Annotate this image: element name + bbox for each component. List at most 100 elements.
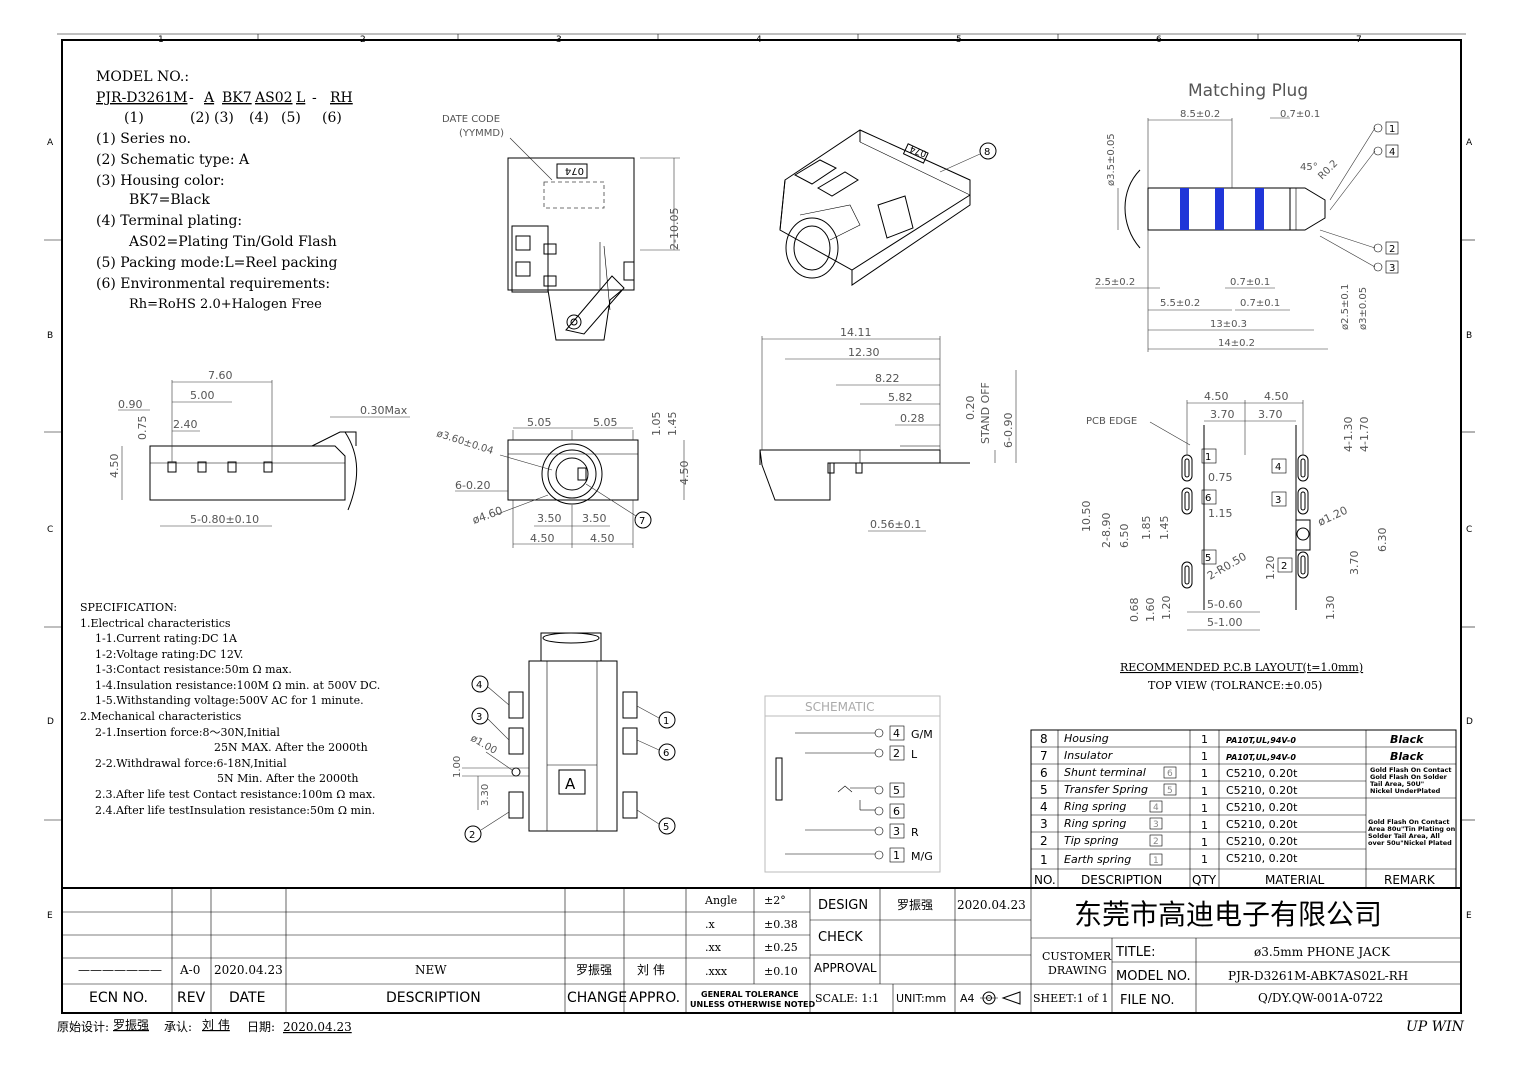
title-value: ø3.5mm PHONE JACK	[1254, 945, 1391, 959]
bom-header: QTY	[1192, 873, 1217, 887]
tol-val: ±0.25	[764, 941, 798, 954]
title-block: Angle ±2° .x ±0.38 .xx ±0.25 .xxx ±0.10 …	[62, 887, 1461, 1013]
bottom-dim: 1.00	[452, 756, 463, 778]
plug-dim: 5.5±0.2	[1160, 298, 1200, 309]
spec-heading: SPECIFICATION:	[80, 601, 177, 614]
bom-no: 7	[1040, 749, 1048, 763]
plug-dim: 45°	[1300, 162, 1318, 173]
grid-row: A	[1466, 138, 1473, 148]
front-dim: 5.05	[527, 416, 552, 429]
file-value: Q/DY.QW-001A-0722	[1258, 991, 1383, 1005]
bottom-callout: 5	[663, 822, 669, 833]
right-dim: 12.30	[848, 346, 880, 359]
top-view-dim: 2-10.05	[668, 208, 681, 250]
plug-dim: 13±0.3	[1210, 319, 1247, 330]
plug-band	[1215, 188, 1224, 230]
rev-header: DATE	[229, 990, 265, 1006]
pcb-dim: 4-1.70	[1358, 417, 1371, 452]
grid-row: E	[1466, 911, 1472, 921]
bom-desc: Shunt terminal	[1064, 766, 1146, 779]
bom-remark-note: Nickel UnderPlated	[1370, 787, 1441, 795]
plug-band	[1255, 188, 1264, 230]
drawing-frame	[61, 39, 1462, 1014]
schematic: SCHEMATIC 4 G/M 2 L 5 6 3 R 1 M/G	[764, 695, 941, 873]
model-code-sep: -	[312, 90, 317, 106]
bom-desc: Ring spring	[1064, 800, 1126, 813]
right-dim: 5.82	[888, 391, 913, 404]
bom-ref: 2	[1153, 837, 1159, 847]
spec-line: 1-5.Withstanding voltage:500V AC for 1 m…	[95, 694, 364, 707]
pcb-dim: 1.30	[1324, 596, 1337, 621]
bom-remark-notes: Gold Flash On Contact Gold Flash On Sold…	[1368, 766, 1456, 847]
grid-row: C	[1466, 525, 1472, 535]
pcb-pin: 6	[1205, 493, 1211, 504]
pcb-dim: 1.85	[1140, 516, 1153, 541]
bom-header: REMARK	[1384, 873, 1436, 887]
bom-remark-note: Solder Tail Area, All	[1368, 832, 1440, 840]
grid-ticks	[44, 34, 1475, 821]
model-line: (6) Environmental requirements:	[96, 276, 330, 292]
grid-col: 2	[360, 35, 366, 45]
iso-view: 074 8	[779, 129, 997, 286]
customer-label: DRAWING	[1048, 964, 1107, 977]
pcb-dim: 0.68	[1128, 598, 1141, 623]
pcb-dim: 4-1.30	[1342, 417, 1355, 452]
bottom-callout: 3	[476, 712, 482, 723]
spec-line: 5N Min. After the 2000th	[217, 772, 359, 785]
design-label: DESIGN	[818, 898, 868, 913]
side-dim: 0.90	[118, 398, 143, 411]
bom-qty: 1	[1201, 767, 1208, 780]
pcb-dim: 1.60	[1144, 598, 1157, 623]
right-dim: 0.56±0.1	[870, 518, 921, 531]
bottom-dim: 3.30	[480, 784, 491, 806]
footer-approver-key: 承认:	[164, 1020, 192, 1034]
schematic-pin: 5	[893, 784, 900, 797]
bom-no: 3	[1040, 817, 1048, 831]
model-line: BK7=Black	[129, 192, 210, 208]
model-code-sep: -	[189, 90, 194, 106]
model-code-series: PJR-D3261M	[96, 90, 188, 106]
design-date: 2020.04.23	[957, 898, 1026, 912]
bom-qty: 1	[1201, 819, 1208, 832]
bom-header: DESCRIPTION	[1081, 873, 1162, 887]
side-dim: 0.75	[136, 416, 149, 441]
pcb-pin: 4	[1275, 462, 1281, 473]
bom-no: 8	[1040, 732, 1048, 746]
bom-desc: Ring spring	[1064, 817, 1126, 830]
plug-dim: ø2.5±0.1	[1340, 284, 1351, 330]
plug-dim: 0.7±0.1	[1230, 277, 1270, 288]
plug-dim: R0.2	[1316, 158, 1340, 182]
front-dim: 4.50	[590, 532, 615, 545]
model-code-type: A	[203, 90, 215, 106]
rev-appro: 刘 伟	[637, 963, 665, 977]
iso-mark: 074	[908, 143, 928, 158]
footer: 原始设计: 罗振强 承认: 刘 伟 日期: 2020.04.23 UP WIN	[57, 1018, 1465, 1035]
model-block: MODEL NO.: PJR-D3261M - A BK7 AS02 L - R…	[96, 69, 353, 312]
bom-mat: C5210, 0.20t	[1226, 801, 1298, 814]
side-view: 7.60 5.00 0.90 0.75 2.40 0.30Max 4.50 5-…	[108, 369, 410, 527]
grid-columns: 1 2 3 4 5 6 7	[158, 35, 1362, 45]
side-dim: 4.50	[108, 454, 121, 479]
pcb-dim: 1.45	[1158, 516, 1171, 541]
company-name: 东莞市高迪电子有限公司	[1074, 898, 1382, 931]
pcb-dim: 2-R0.50	[1205, 550, 1249, 583]
pcb-dim: 3.70	[1348, 551, 1361, 576]
scale-label: SCALE: 1:1	[815, 992, 879, 1005]
sheet-label: SHEET:1 of 1	[1033, 992, 1109, 1005]
spec-line: 25N MAX. After the 2000th	[214, 741, 368, 754]
model-index: (6)	[322, 110, 342, 126]
bom-ref: 3	[1153, 820, 1159, 830]
bom-mat: C5210, 0.20t	[1226, 784, 1298, 797]
grid-row: E	[47, 911, 53, 921]
grid-rows: A B C D E A B C D E	[47, 138, 1473, 921]
model-index: (5)	[281, 110, 301, 126]
bom-desc: Transfer Spring	[1064, 783, 1148, 796]
rev-date: 2020.04.23	[214, 963, 283, 977]
side-dim: 7.60	[208, 369, 233, 382]
model-key: MODEL NO.	[1116, 969, 1191, 984]
bottom-view: A 4 3 2 1 6 5 ø1.00 1.00 3.30	[452, 632, 676, 843]
approval-label: APPROVAL	[814, 961, 877, 975]
front-dim: 4.50	[530, 532, 555, 545]
rev-desc: NEW	[415, 963, 447, 977]
pcb-dim: 3.70	[1210, 408, 1235, 421]
